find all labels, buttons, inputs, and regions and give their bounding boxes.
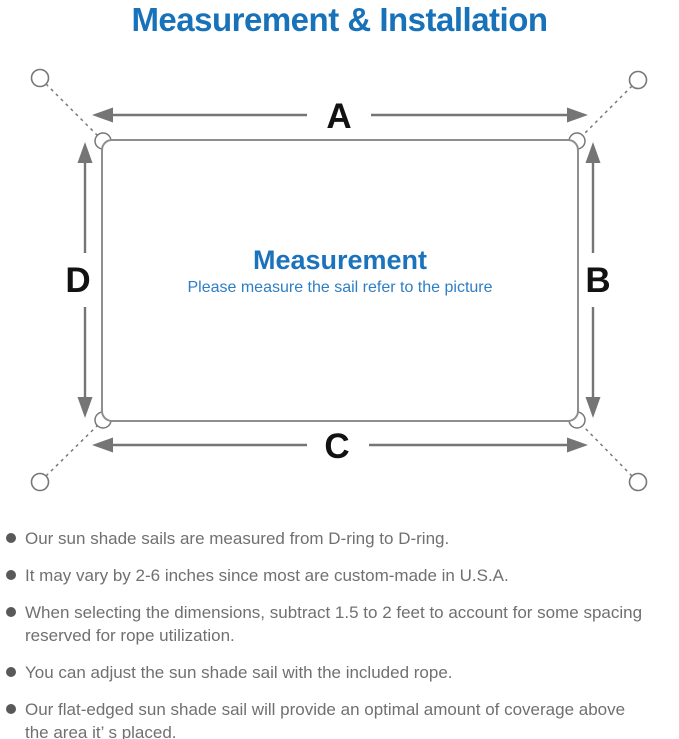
dim-label-c: C (324, 427, 349, 466)
page-title: Measurement & Installation (131, 1, 548, 38)
rope-lines (45, 83, 633, 477)
list-item: You can adjust the sun shade sail with t… (6, 661, 674, 684)
rope-line-top-left (45, 83, 101, 139)
bullet-icon (6, 533, 16, 543)
dim-label-a: A (326, 97, 351, 136)
note-text: reserved for rope utilization. (25, 626, 235, 645)
note-text: You can adjust the sun shade sail with t… (25, 663, 453, 682)
bullet-icon (6, 570, 16, 580)
list-item: Our sun shade sails are measured from D-… (6, 527, 674, 550)
arrowhead-up-icon (585, 142, 601, 163)
arrowhead-right-icon (567, 107, 588, 123)
anchor-point-top-left-icon (30, 68, 50, 88)
dim-arrow-right (585, 142, 601, 418)
list-item: Our flat-edged sun shade sail will provi… (6, 698, 674, 739)
dimension-arrows (77, 107, 601, 453)
measurement-subtitle: Please measure the sail refer to the pic… (187, 279, 492, 296)
note-text: the area it’ s placed. (25, 723, 177, 739)
arrowhead-down-icon (585, 397, 601, 418)
note-text: When selecting the dimensions, subtract … (25, 603, 643, 622)
arrowhead-down-icon (77, 397, 93, 418)
arrowhead-up-icon (77, 142, 93, 163)
dim-arrow-left (77, 142, 93, 418)
bullet-icon (6, 704, 16, 714)
rope-line-top-right (579, 85, 633, 139)
dim-arrow-bottom (92, 437, 588, 453)
arrowhead-left-icon (92, 437, 113, 453)
sail-rectangle (101, 139, 579, 422)
note-text: Our sun shade sails are measured from D-… (25, 529, 450, 548)
bullet-icon (6, 607, 16, 617)
dim-arrow-top (92, 107, 588, 123)
bullet-icon (6, 667, 16, 677)
anchor-point-bottom-right-icon (628, 472, 648, 492)
anchor-point-top-right-icon (628, 70, 648, 90)
dim-label-d: D (65, 261, 90, 300)
rope-line-bottom-right (579, 422, 633, 477)
dim-label-b: B (585, 261, 610, 300)
measurement-notes-list: Our sun shade sails are measured from D-… (6, 527, 674, 739)
anchor-points (30, 68, 648, 492)
anchor-point-bottom-left-icon (30, 472, 50, 492)
arrowhead-right-icon (567, 437, 588, 453)
list-item: It may vary by 2-6 inches since most are… (6, 564, 674, 587)
note-text: It may vary by 2-6 inches since most are… (25, 566, 509, 585)
list-item: When selecting the dimensions, subtract … (6, 601, 674, 647)
measurement-heading: Measurement (253, 245, 427, 275)
note-text: Our flat-edged sun shade sail will provi… (25, 700, 626, 719)
sail-measurement-diagram: A B C D Measurement Please measure the s… (30, 68, 648, 492)
arrowhead-left-icon (92, 107, 113, 123)
rope-line-bottom-left (45, 422, 101, 477)
